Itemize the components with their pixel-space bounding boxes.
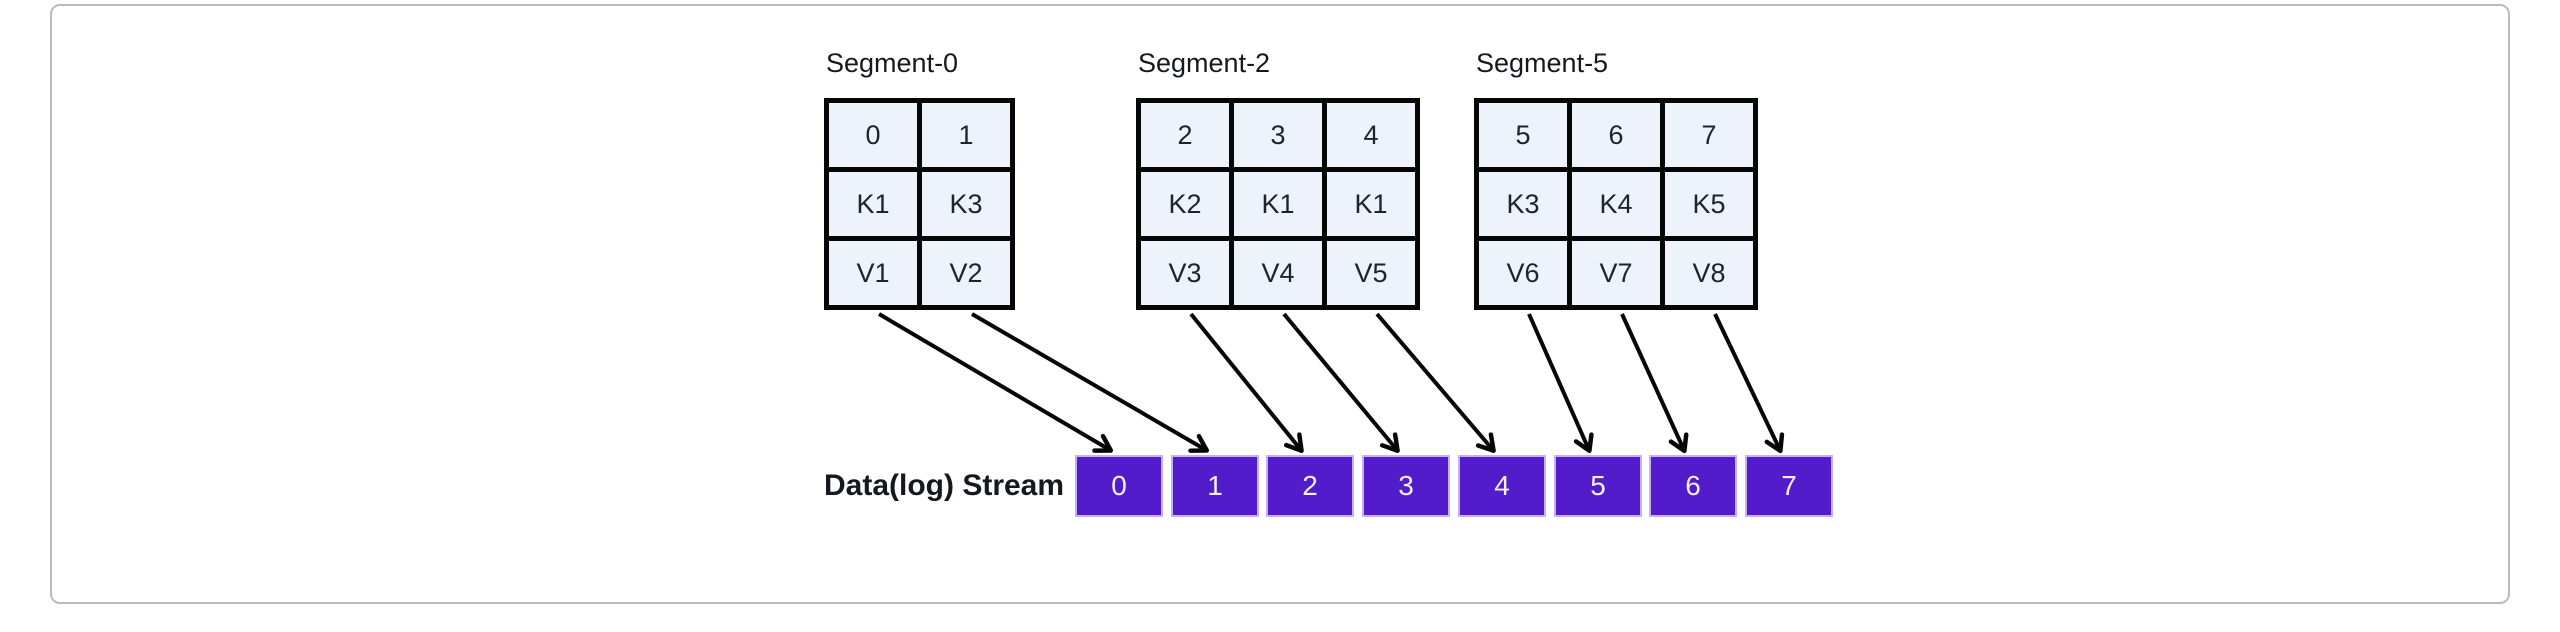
- segment-cell-value: V5: [1327, 241, 1415, 305]
- segment-cell-index: 5: [1479, 103, 1567, 167]
- stream-box: 5: [1554, 455, 1642, 517]
- segment-cell-key: K4: [1572, 172, 1660, 236]
- segment-cell-value: V8: [1665, 241, 1753, 305]
- stream-box: 7: [1745, 455, 1833, 517]
- segment-cell-index: 3: [1234, 103, 1322, 167]
- segment-title: Segment-0: [826, 48, 959, 78]
- stream-box: 6: [1649, 455, 1737, 517]
- segment-cell-index: 4: [1327, 103, 1415, 167]
- stream-box: 2: [1266, 455, 1354, 517]
- segment-cell-value: V2: [922, 241, 1010, 305]
- stream-box: 3: [1362, 455, 1450, 517]
- stream-label: Data(log) Stream: [824, 469, 1065, 502]
- segment-cell-index: 7: [1665, 103, 1753, 167]
- segment-cell-value: V6: [1479, 241, 1567, 305]
- segment-cell-value: V7: [1572, 241, 1660, 305]
- segment-cell-key: K1: [829, 172, 917, 236]
- segment-cell-value: V4: [1234, 241, 1322, 305]
- segment-title: Segment-5: [1476, 48, 1609, 78]
- segment-cell-index: 1: [922, 103, 1010, 167]
- segment-title: Segment-2: [1138, 48, 1271, 78]
- stream-box: 1: [1171, 455, 1259, 517]
- segment-cell-key: K5: [1665, 172, 1753, 236]
- stream-box: 4: [1458, 455, 1546, 517]
- segment-cell-index: 2: [1141, 103, 1229, 167]
- segment-cell-value: V3: [1141, 241, 1229, 305]
- segment-cell-key: K1: [1327, 172, 1415, 236]
- segment-cell-key: K3: [1479, 172, 1567, 236]
- segment-cell-key: K2: [1141, 172, 1229, 236]
- segment-cell-index: 6: [1572, 103, 1660, 167]
- stream-box: 0: [1075, 455, 1163, 517]
- segment-cell-key: K3: [922, 172, 1010, 236]
- segment-cell-key: K1: [1234, 172, 1322, 236]
- segment-cell-value: V1: [829, 241, 917, 305]
- segment-cell-index: 0: [829, 103, 917, 167]
